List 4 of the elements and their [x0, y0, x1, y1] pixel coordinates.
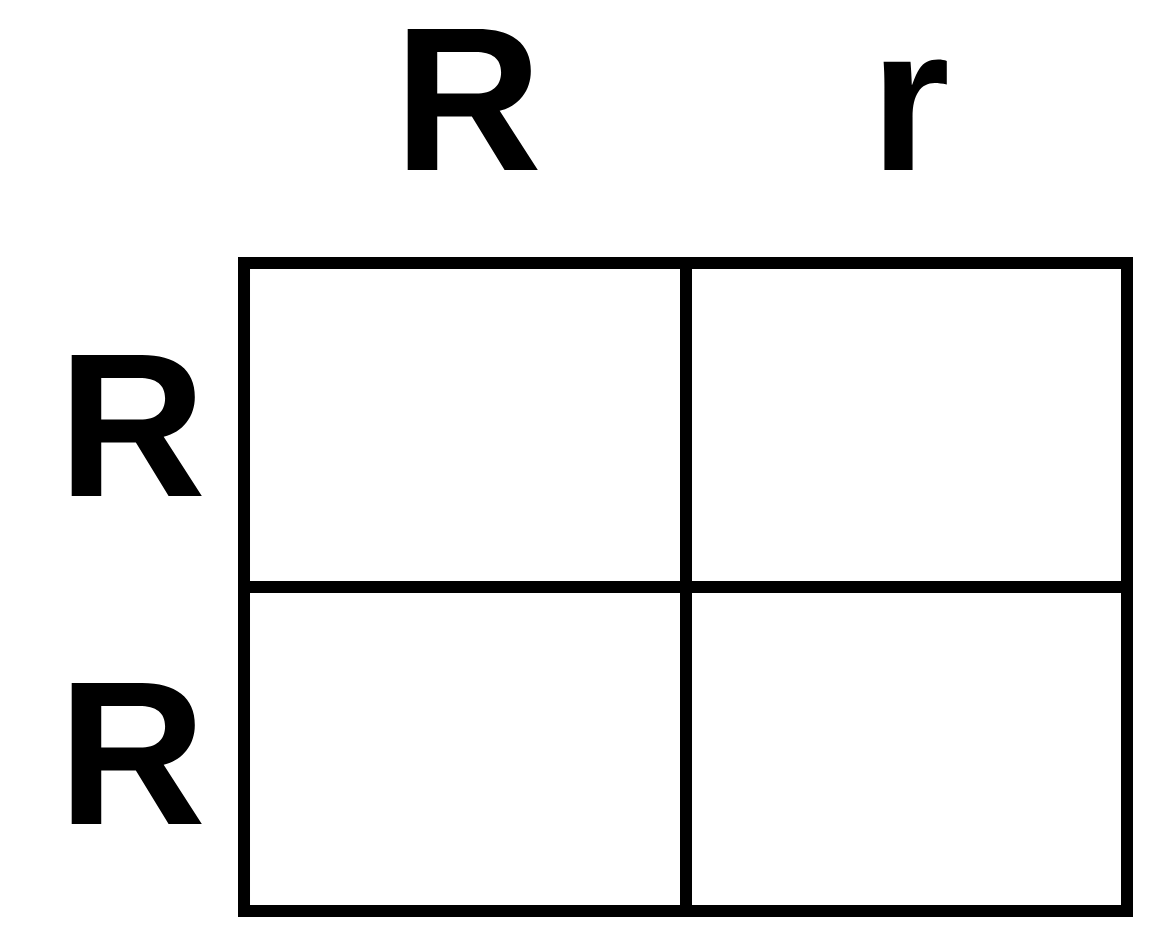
column-label: R [407, 28, 538, 170]
column-label: r [883, 59, 947, 170]
row-label: R [71, 682, 202, 824]
row-label: R [71, 354, 202, 496]
